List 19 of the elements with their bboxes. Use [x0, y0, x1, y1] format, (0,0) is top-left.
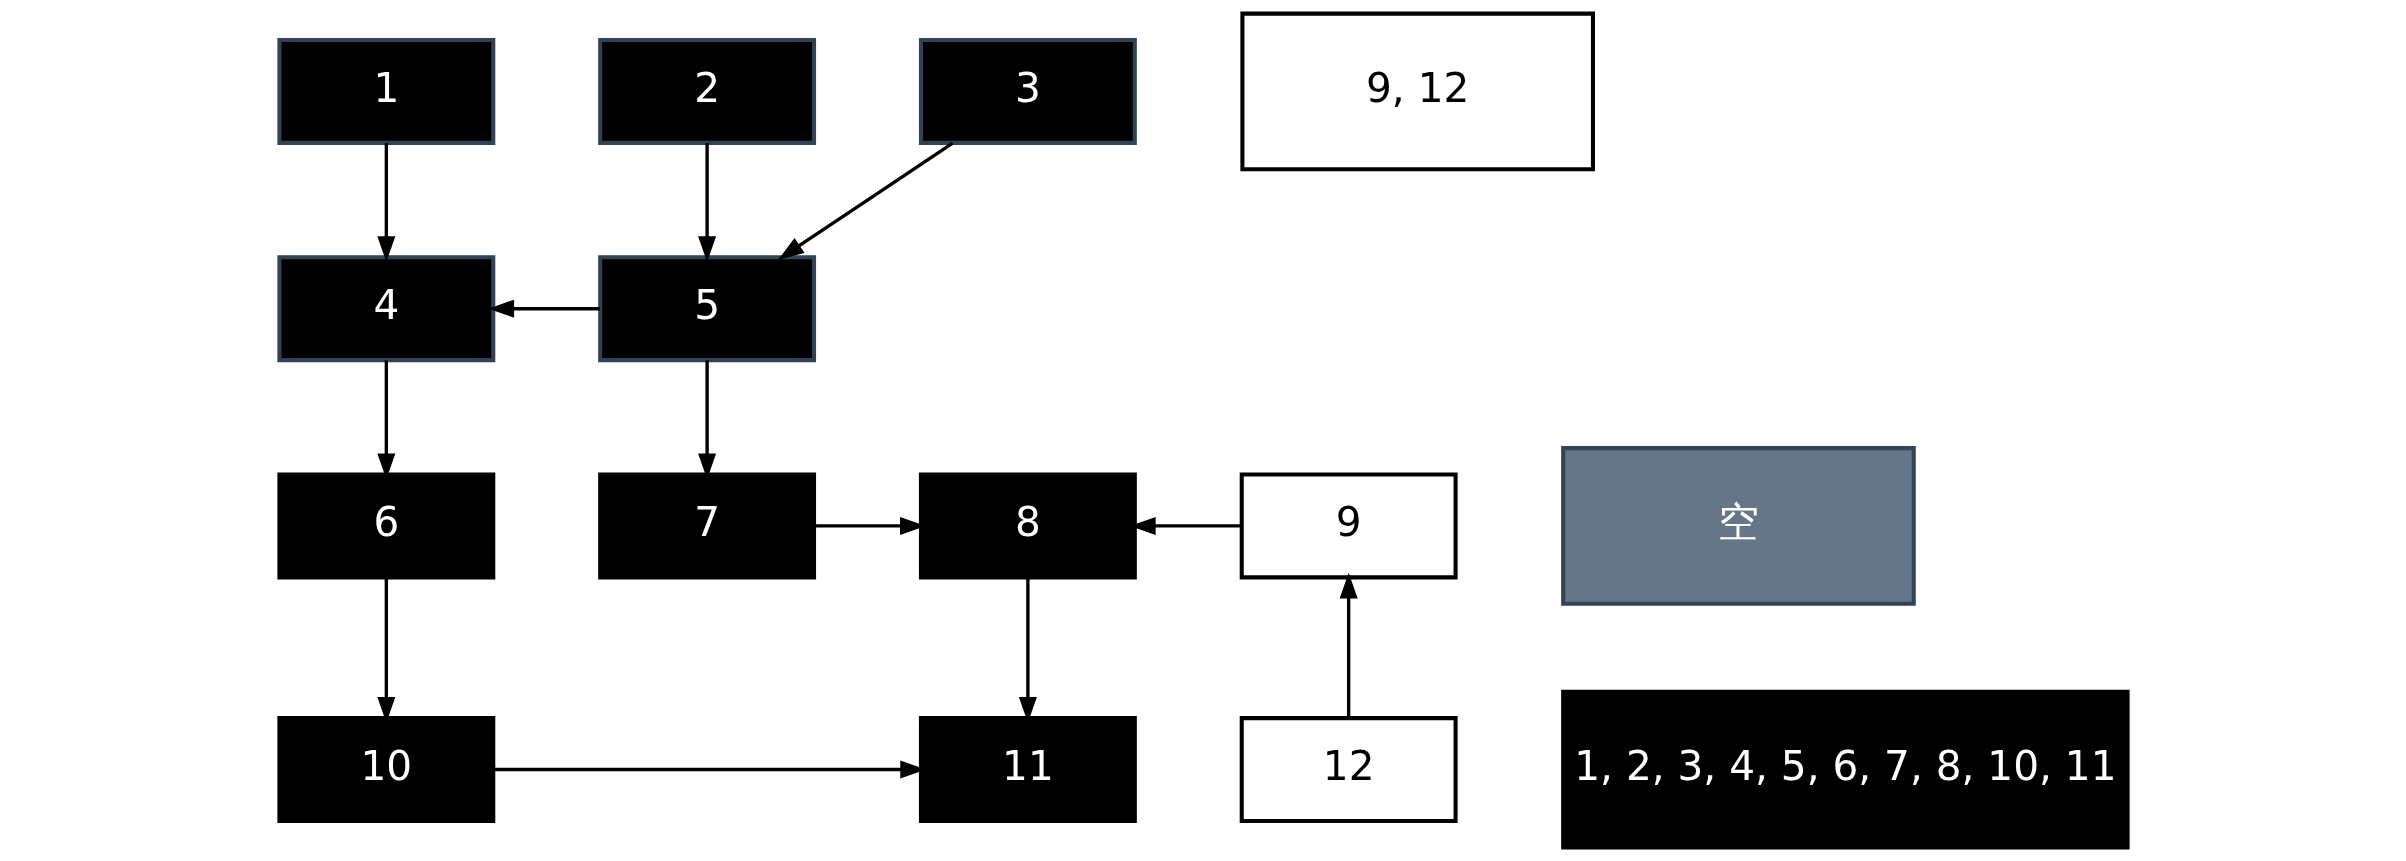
node-box: 1 — [276, 38, 495, 145]
node-box: 9, 12 — [1239, 11, 1595, 172]
arrow — [1339, 572, 1358, 718]
node-box: 8 — [918, 472, 1137, 580]
node-box: 11 — [918, 716, 1137, 823]
arrow — [376, 143, 395, 263]
node-box: 2 — [597, 38, 816, 145]
node-box: 6 — [276, 472, 495, 580]
node-box: 7 — [597, 472, 816, 580]
arrow — [697, 143, 716, 263]
node-box: 12 — [1239, 716, 1458, 823]
node-box: 5 — [597, 255, 816, 363]
node-box: 空 — [1560, 446, 1916, 606]
node-box: 3 — [918, 38, 1137, 145]
node-box: 4 — [276, 255, 495, 363]
node-box: 9 — [1239, 472, 1458, 580]
arrow — [777, 141, 954, 260]
node-box: 1, 2, 3, 4, 5, 6, 7, 8, 10, 11 — [1560, 689, 2130, 850]
node-box: 10 — [276, 716, 495, 823]
